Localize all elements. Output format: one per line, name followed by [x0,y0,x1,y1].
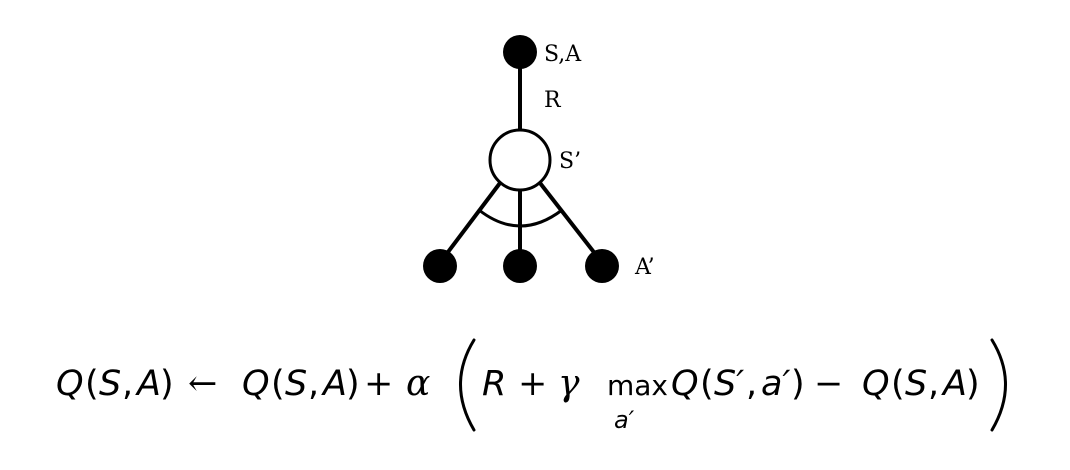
backup-tree: S,A R S’ A’ [423,35,655,283]
eq-comma-1: , [122,364,133,404]
label-next-state: S’ [559,149,581,174]
eq-s-3: S [905,364,927,404]
edge-next-state-to-left-action [440,181,502,262]
eq-lparen-2: ( [271,364,285,404]
eq-comma-3: , [746,364,757,404]
eq-s-2: S [285,364,307,404]
node-state-action [503,35,537,69]
eq-r: R [482,364,506,404]
eq-max-subscript: a′ [614,406,635,434]
eq-a-1: A [135,364,161,404]
eq-a-3: A [941,364,967,404]
eq-big-lparen [459,338,476,432]
label-state-action: S,A [544,42,582,67]
eq-q-4: Q [862,364,890,404]
node-next-action-left [423,249,457,283]
eq-q-3: Q [671,364,699,404]
eq-plus-1: + [364,364,393,404]
eq-rparen-3: ) [791,364,805,404]
edge-next-state-to-right-action [538,181,602,262]
eq-q-1: Q [56,364,84,404]
node-next-action-right [585,249,619,283]
eq-s-1: S [99,364,121,404]
eq-lparen-3: ( [700,364,714,404]
eq-arrow: ← [188,364,217,404]
eq-q-2: Q [242,364,270,404]
eq-minus: − [814,364,843,404]
eq-gamma: γ [558,363,580,404]
eq-rparen-1: ) [160,364,174,404]
eq-plus-2: + [518,364,547,404]
eq-rparen-4: ) [966,364,980,404]
node-next-state [488,128,552,192]
eq-s-prime: S′ [714,364,744,404]
eq-rparen-2: ) [346,364,360,404]
eq-lparen-4: ( [891,364,905,404]
eq-alpha: α [406,363,430,404]
node-next-action-middle [503,249,537,283]
eq-max: max [607,369,668,402]
max-arc [478,208,563,228]
label-next-action: A’ [634,255,655,280]
eq-comma-2: , [308,364,319,404]
q-learning-equation: Q ( S , A ) ← Q ( S , A ) + α R + γ max … [56,338,1007,434]
eq-a-prime: a′ [761,364,790,404]
eq-comma-4: , [928,364,939,404]
eq-lparen-1: ( [85,364,99,404]
eq-a-2: A [321,364,347,404]
label-reward: R [544,88,562,113]
eq-big-rparen [990,338,1007,432]
